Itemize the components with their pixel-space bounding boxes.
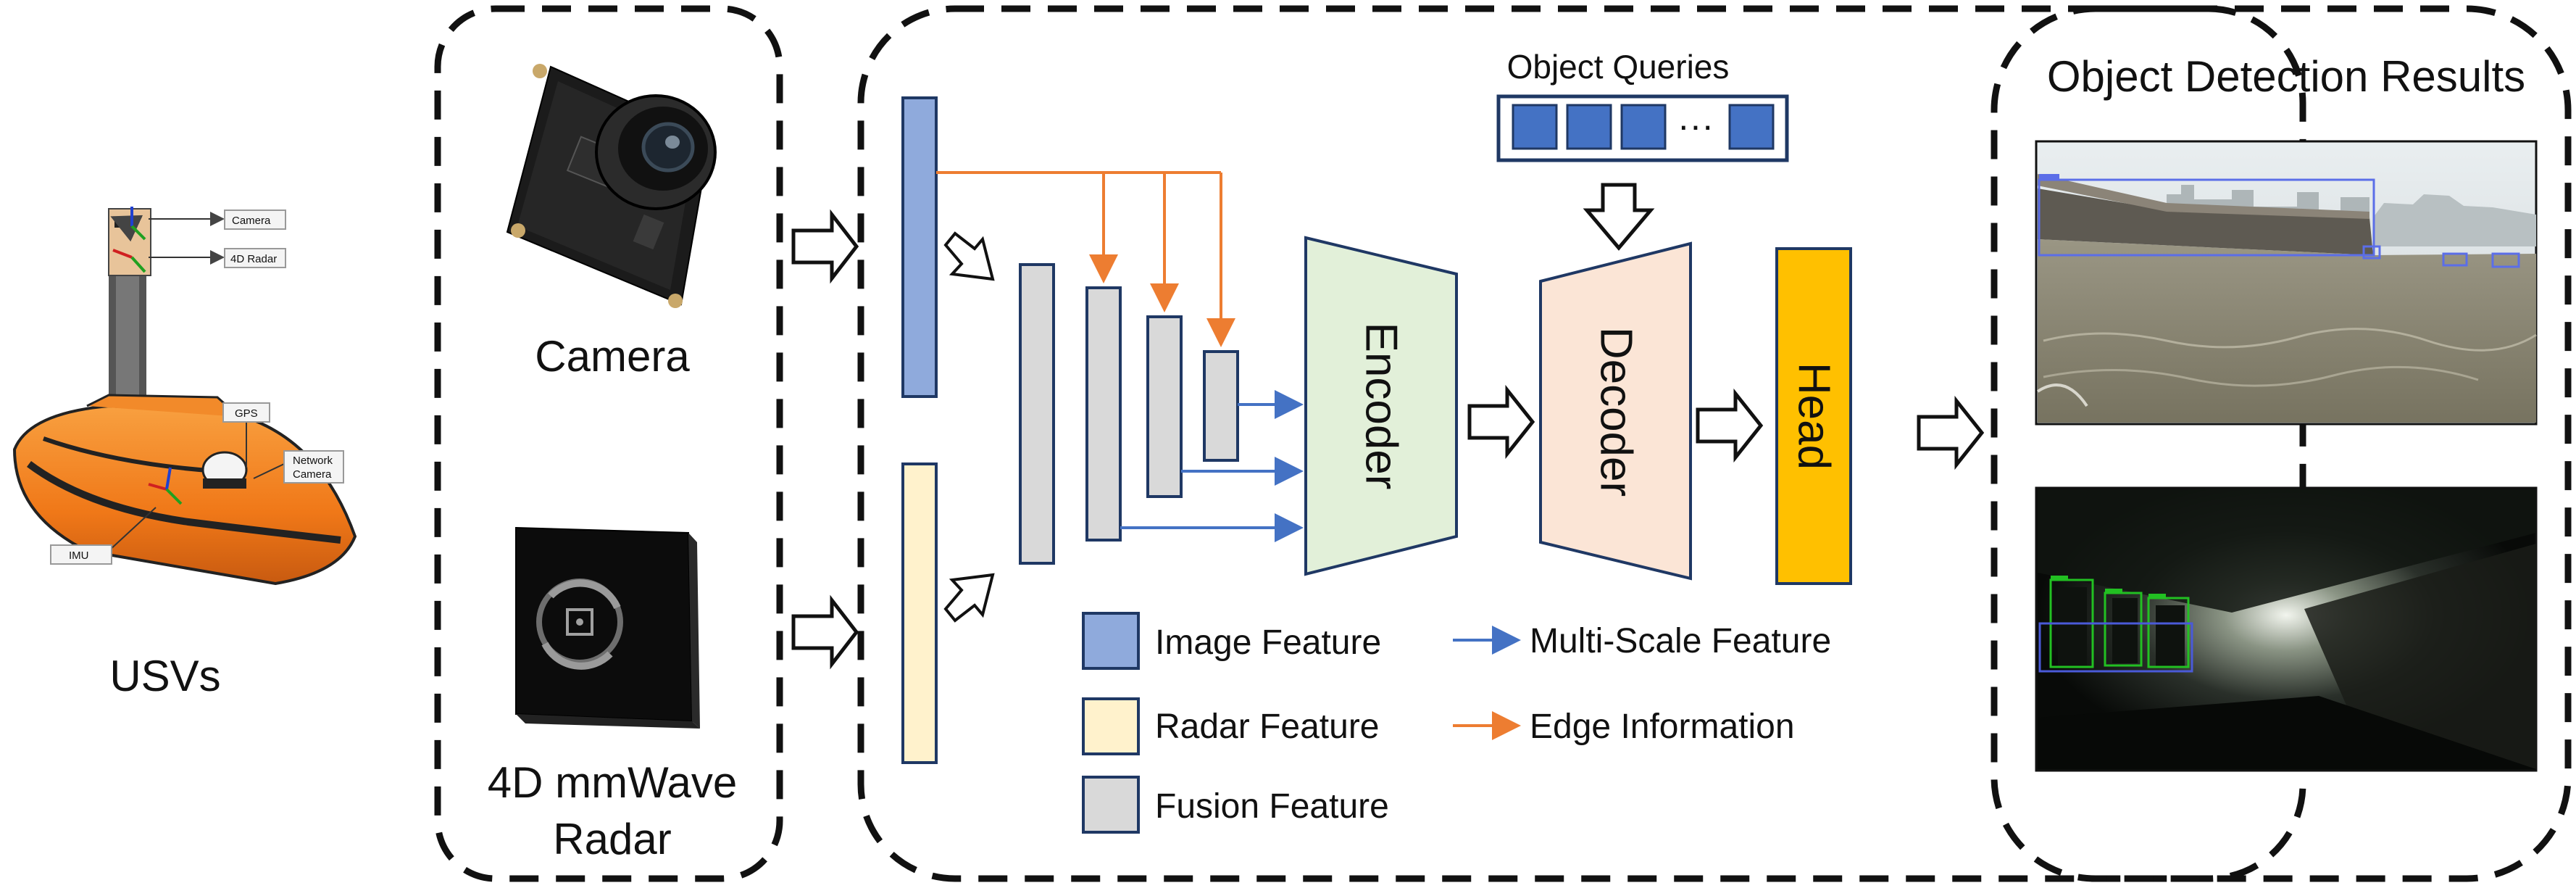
usv-label-imu-text: IMU: [69, 549, 89, 562]
camera-module-image: [506, 64, 717, 308]
radar-label-line2: Radar: [553, 815, 671, 863]
legend-swatch-fusion-feature: [1082, 776, 1140, 834]
flow-arrow-fusion-to-results: [1917, 395, 1985, 470]
detection-box: [2491, 252, 2520, 268]
detection-box: [2147, 597, 2190, 668]
results-title: Object Detection Results: [2047, 52, 2525, 101]
usv-illustration: [12, 207, 357, 586]
sensors-panel: [434, 5, 783, 882]
flow-arrow-camera-to-fusion: [791, 209, 859, 284]
flow-arrow-encoder-to-decoder: [1467, 384, 1535, 460]
head-block: [1775, 247, 1852, 585]
query-token: [1620, 104, 1667, 150]
results-panel: [1991, 5, 2572, 882]
usv-label-radar-text: 4D Radar: [230, 253, 277, 265]
usv-label-gps: GPS: [222, 402, 270, 423]
encoder-label: Encoder: [1356, 323, 1406, 490]
fusion-panel: [857, 5, 2306, 882]
usv-label-radar: 4D Radar: [224, 248, 286, 268]
legend-swatch-image-feature: [1082, 612, 1140, 670]
detection-box: [2442, 252, 2468, 267]
legend-label-radar-feature: Radar Feature: [1155, 708, 1380, 746]
encoder-block: [1304, 236, 1458, 576]
radar-label-line1: 4D mmWave: [488, 758, 737, 807]
camera-label: Camera: [535, 332, 690, 381]
fusion-feature-block-1: [1019, 263, 1055, 565]
usv-label-camera-text: Camera: [232, 215, 271, 227]
decoder-block: [1539, 241, 1692, 581]
usv-label-network-camera-line1: Network: [293, 455, 333, 467]
object-queries-title: Object Queries: [1507, 48, 1730, 86]
decoder-label: Decoder: [1591, 327, 1641, 497]
usv-label-network-camera-line2: Camera: [293, 468, 332, 481]
legend-label-image-feature: Image Feature: [1155, 623, 1381, 662]
diag-arrow-radar-to-fusion: [943, 573, 995, 623]
usv-label-camera: Camera: [224, 210, 286, 230]
query-token: [1728, 104, 1775, 150]
fusion-feature-block-4: [1203, 350, 1239, 462]
flow-arrow-radar-to-fusion: [791, 594, 859, 670]
query-token: [1566, 104, 1612, 150]
detection-box: [2362, 245, 2381, 260]
fusion-feature-block-2: [1085, 286, 1122, 542]
diag-arrow-image-to-fusion: [943, 231, 995, 281]
radar-feature-block: [901, 462, 938, 764]
detection-box: [2104, 592, 2143, 667]
detection-box: [2038, 178, 2375, 257]
legend-label-multi-scale-feature: Multi-Scale Feature: [1530, 622, 1831, 660]
edge-information-arrows: [936, 171, 1235, 347]
legend: Image Feature Radar Feature Fusion Featu…: [1082, 612, 1831, 834]
usv-hull: [12, 404, 357, 586]
usv-callouts: [108, 212, 285, 552]
usv-label-network-camera: Network Camera: [283, 450, 344, 484]
usv-caption: USVs: [109, 652, 220, 700]
radar-module-image: [515, 526, 700, 729]
legend-swatch-radar-feature: [1082, 697, 1140, 755]
detection-box: [2038, 622, 2193, 673]
detection-result-image-river: [2035, 140, 2538, 426]
usv-label-gps-text: GPS: [235, 407, 258, 420]
flow-arrow-decoder-to-head: [1696, 388, 1764, 463]
query-token: [1512, 104, 1558, 150]
legend-label-edge-information: Edge Information: [1530, 708, 1795, 746]
flow-arrow-queries-to-decoder: [1583, 183, 1655, 251]
multi-scale-feature-arrows: [1120, 390, 1304, 542]
detection-result-image-tunnel: [2035, 486, 2538, 772]
query-ellipsis: ···: [1677, 105, 1714, 146]
object-queries-box: ···: [1496, 94, 1789, 162]
legend-label-fusion-feature: Fusion Feature: [1155, 787, 1389, 826]
image-feature-block: [901, 96, 938, 398]
fusion-feature-block-3: [1146, 315, 1183, 498]
usv-label-imu: IMU: [50, 544, 112, 565]
head-label: Head: [1789, 362, 1839, 470]
